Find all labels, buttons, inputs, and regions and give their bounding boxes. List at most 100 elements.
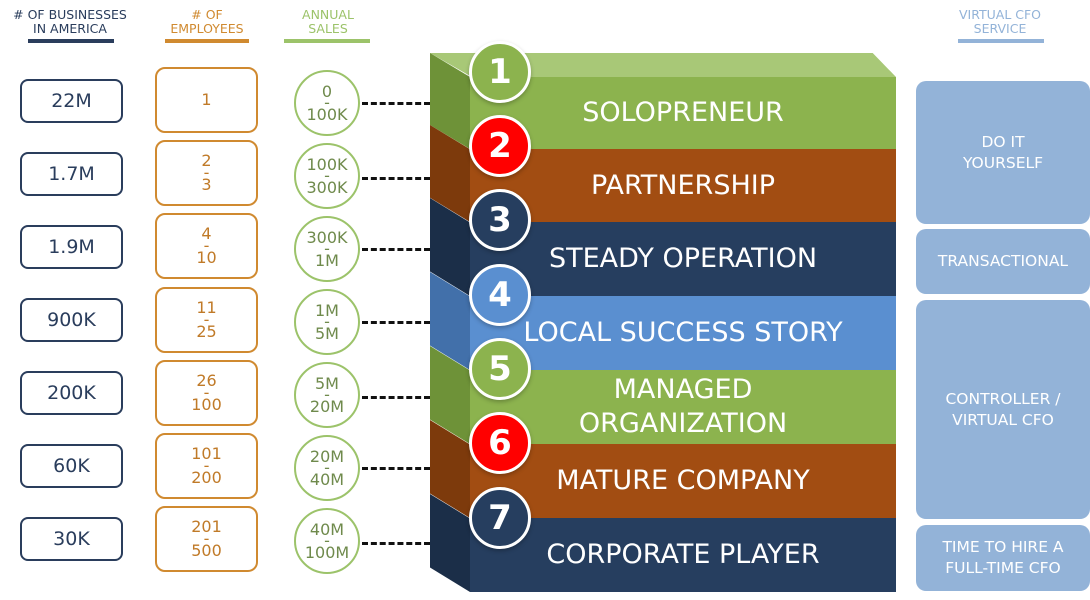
employees-min: 101 [191, 444, 222, 463]
sales-max: 100M [304, 543, 350, 562]
header-businesses-line-1: # of Businesses [13, 7, 127, 22]
sales-max: 40M [309, 470, 345, 489]
employees-max: 100 [191, 395, 222, 414]
employees-value: 1 [201, 90, 212, 109]
businesses-box-4: 900K [20, 298, 123, 342]
employees-max: 200 [191, 468, 222, 487]
stage-layer-5: Managed Organization [470, 370, 896, 444]
employees-max: 10 [196, 248, 217, 267]
businesses-box-1: 22M [20, 79, 123, 123]
header-employees-line-1: # of [191, 7, 223, 22]
stage-number: 5 [488, 349, 512, 389]
service-line-2: Virtual CFO [952, 410, 1054, 429]
header-sales: Annual Sales [278, 8, 378, 36]
businesses-value: 1.9M [48, 236, 95, 258]
employees-box-7: 201 - 500 [155, 506, 258, 572]
service-transactional: Transactional [916, 229, 1090, 294]
sales-dash: - [324, 166, 330, 185]
stage-label: Steady Operation [548, 243, 818, 274]
businesses-value: 22M [51, 90, 92, 112]
sales-max: 100K [306, 105, 348, 124]
employees-dash: - [203, 163, 210, 182]
businesses-box-3: 1.9M [20, 225, 123, 269]
sales-max: 5M [315, 324, 339, 343]
sales-min: 1M [315, 301, 339, 320]
sales-dash: - [324, 93, 330, 112]
sales-circle-3: 300K - 1M [294, 216, 360, 282]
employees-box-3: 4 - 10 [155, 213, 258, 279]
employees-box-6: 101 - 200 [155, 433, 258, 499]
service-line-1: Transactional [937, 252, 1069, 270]
businesses-box-6: 60K [20, 444, 123, 488]
businesses-value: 200K [47, 382, 96, 404]
sales-max: 1M [315, 251, 339, 270]
businesses-value: 30K [53, 528, 90, 550]
sales-min: 0 [321, 82, 333, 101]
sales-circle-5: 5M - 20M [294, 362, 360, 428]
header-businesses-line-2: in America [33, 21, 107, 36]
service-line-1: Do It [981, 132, 1025, 151]
connector-6 [362, 467, 430, 470]
employees-min: 4 [201, 224, 212, 243]
stage-label: Solopreneur [582, 97, 784, 128]
sales-min: 100K [306, 155, 348, 174]
stage-label: Local Success Story [523, 317, 843, 348]
connector-2 [362, 177, 430, 180]
employees-min: 26 [196, 371, 217, 390]
stage-number: 1 [488, 52, 512, 92]
stage-number: 3 [488, 200, 512, 240]
employees-dash: - [203, 236, 210, 255]
employees-dash: - [203, 456, 210, 475]
service-time-to-hire-cfo: Time to Hire a Full-Time CFO [916, 525, 1090, 591]
header-service-line-2: Service [973, 21, 1027, 36]
connector-4 [362, 321, 430, 324]
sales-dash: - [324, 385, 330, 404]
employees-min: 11 [196, 298, 217, 317]
stage-number: 6 [488, 423, 512, 463]
stage-number-badge-7: 7 [469, 487, 531, 549]
sales-min: 20M [309, 447, 345, 466]
stage-number: 7 [488, 498, 512, 538]
stage-layer-7: Corporate Player [470, 518, 896, 592]
service-line-2: Yourself [962, 153, 1044, 172]
stage-label-line-1: Managed [613, 374, 753, 405]
stage-number-badge-3: 3 [469, 189, 531, 251]
stage-label: Mature Company [556, 465, 810, 496]
header-service: Virtual CFO Service [930, 8, 1070, 36]
stage-layer-4: Local Success Story [470, 296, 896, 370]
connector-5 [362, 396, 430, 399]
stage-number-badge-1: 1 [469, 41, 531, 103]
employees-box-5: 26 - 100 [155, 360, 258, 426]
connector-3 [362, 248, 430, 251]
stage-layer-6: Mature Company [470, 444, 896, 518]
sales-circle-6: 20M - 40M [294, 435, 360, 501]
connector-7 [362, 542, 430, 545]
sales-max: 20M [309, 397, 345, 416]
header-businesses-underline [28, 39, 114, 43]
employees-dash: - [203, 529, 210, 548]
employees-box-4: 11 - 25 [155, 287, 258, 353]
stage-number-badge-6: 6 [469, 412, 531, 474]
service-line-1: Time to Hire a [942, 538, 1064, 556]
employees-max: 3 [201, 175, 212, 194]
sales-dash: - [324, 458, 330, 477]
stage-layer-3: Steady Operation [470, 222, 896, 296]
service-controller-virtual-cfo: Controller / Virtual CFO [916, 300, 1090, 519]
employees-max: 25 [196, 322, 217, 341]
employees-box-2: 2 - 3 [155, 140, 258, 206]
stage-number: 4 [488, 275, 512, 315]
stage-number-badge-2: 2 [469, 115, 531, 177]
service-line-1: Controller / [945, 389, 1061, 408]
stage-number: 2 [488, 126, 512, 166]
businesses-box-7: 30K [20, 517, 123, 561]
stage-label: Corporate Player [546, 539, 820, 570]
sales-dash: - [324, 312, 330, 331]
service-line-2: Full-Time CFO [945, 559, 1061, 577]
businesses-box-2: 1.7M [20, 152, 123, 196]
connector-1 [362, 102, 430, 105]
employees-dash: - [203, 310, 210, 329]
header-sales-underline [284, 39, 370, 43]
sales-circle-7: 40M - 100M [294, 508, 360, 574]
stage-label-line-2: Organization [578, 408, 788, 439]
header-sales-line-2: Sales [308, 21, 348, 36]
